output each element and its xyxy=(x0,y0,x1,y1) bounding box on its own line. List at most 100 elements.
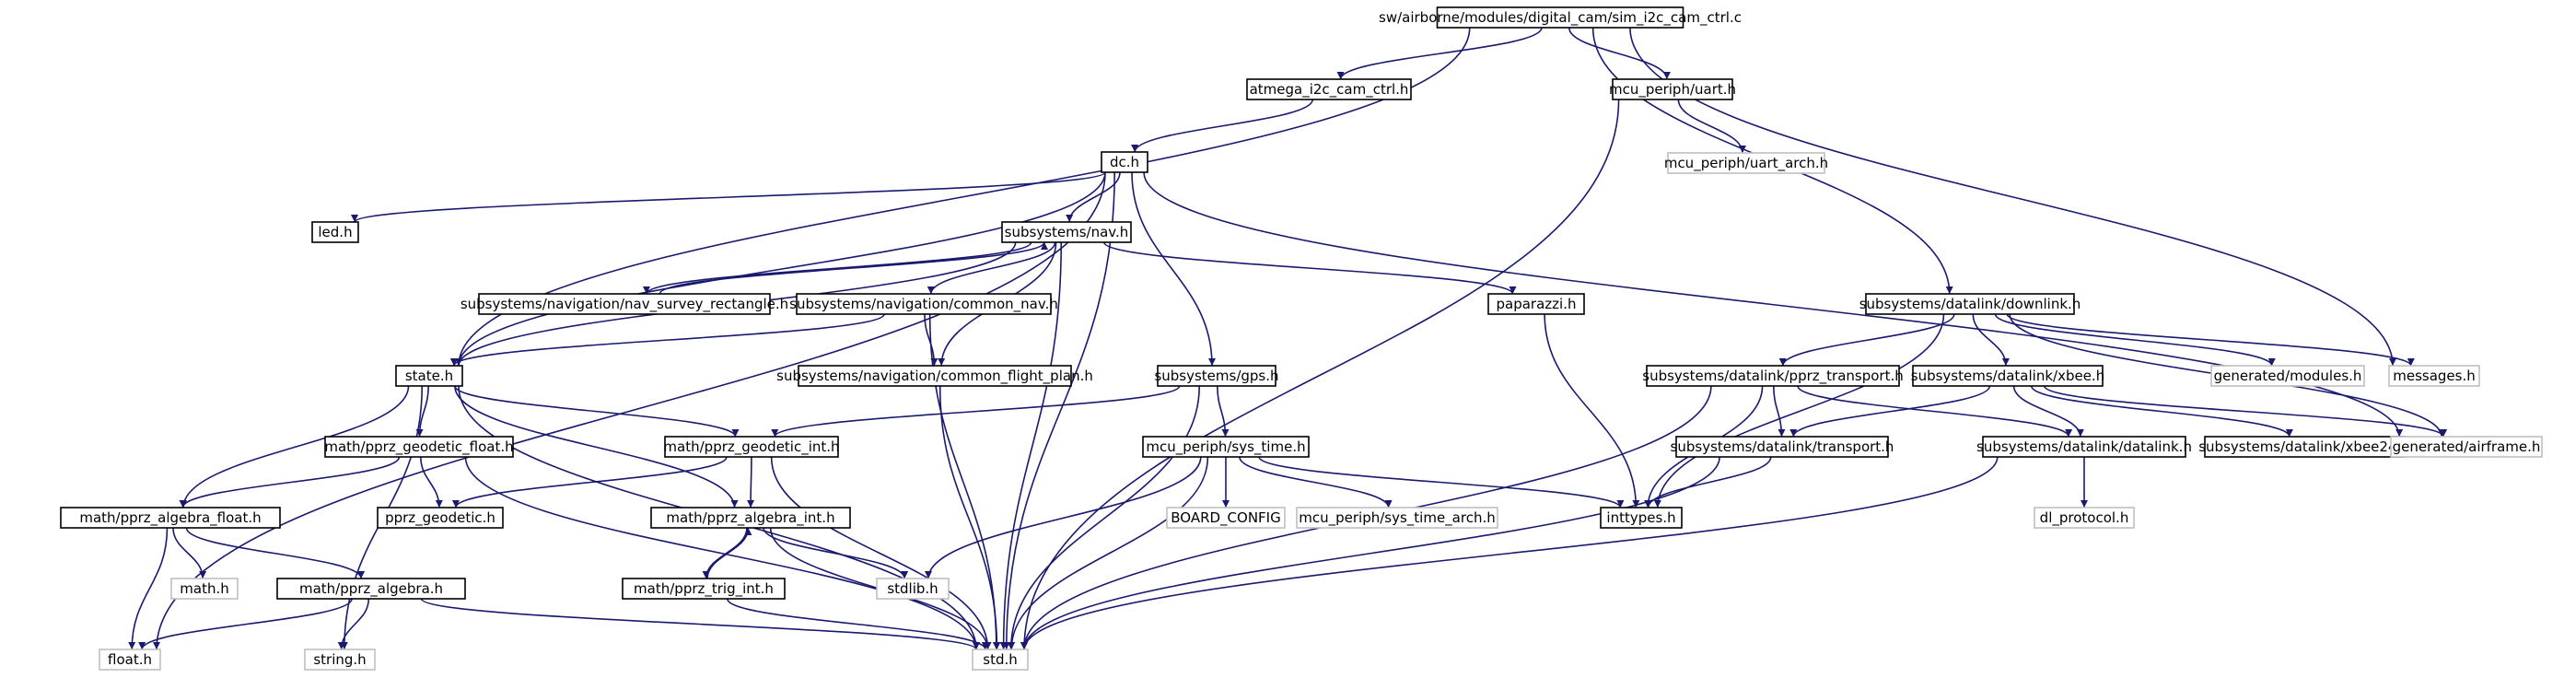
node-label-messages: messages.h xyxy=(2393,368,2476,384)
edge-dc-to-std xyxy=(1002,171,1115,650)
node-label-float: float.h xyxy=(108,651,152,668)
node-label-uart: mcu_periph/uart.h xyxy=(1609,81,1736,99)
node-downlink[interactable]: subsystems/datalink/downlink.h xyxy=(1859,293,2081,315)
node-box-messages xyxy=(2388,365,2480,387)
node-nsr[interactable]: subsystems/navigation/nav_survey_rectang… xyxy=(460,293,788,315)
edge-geo_int-to-geodetic xyxy=(451,456,728,508)
node-label-atmega: atmega_i2c_cam_ctrl.h xyxy=(1250,81,1409,99)
node-geodetic[interactable]: pprz_geodetic.h xyxy=(377,507,504,529)
edge-gps-to-sys_time xyxy=(1217,385,1230,438)
node-box-led xyxy=(311,221,359,243)
node-box-alg_float xyxy=(60,507,281,529)
node-label-datalink: subsystems/datalink/datalink.h xyxy=(1976,438,2192,455)
node-datalink[interactable]: subsystems/datalink/datalink.h xyxy=(1976,436,2192,458)
node-label-string: string.h xyxy=(313,651,366,668)
node-inttypes[interactable]: inttypes.h xyxy=(1600,507,1683,529)
node-label-nsr: subsystems/navigation/nav_survey_rectang… xyxy=(460,296,788,313)
node-paparazzi[interactable]: paparazzi.h xyxy=(1487,293,1585,315)
node-box-board xyxy=(1166,507,1286,529)
node-box-nav xyxy=(1001,221,1132,243)
node-label-xbee: subsystems/datalink/xbee.h xyxy=(1911,368,2104,384)
node-label-alg_int: math/pprz_algebra_int.h xyxy=(666,509,834,527)
node-label-xbee24: subsystems/datalink/xbee24.h xyxy=(2198,438,2410,455)
node-box-datalink xyxy=(1982,436,2186,458)
node-dc[interactable]: dc.h xyxy=(1101,151,1148,173)
edge-uart-to-std xyxy=(1020,99,1620,650)
node-led[interactable]: led.h xyxy=(311,221,359,243)
node-alg[interactable]: math/pprz_algebra.h xyxy=(276,578,466,600)
node-trig_int[interactable]: math/pprz_trig_int.h xyxy=(622,578,786,600)
edge-cnav-to-state xyxy=(449,313,885,367)
edge-xbee-to-datalink xyxy=(2012,385,2084,438)
node-label-alg: math/pprz_algebra.h xyxy=(299,580,443,598)
node-label-cnav: subsystems/navigation/common_nav.h xyxy=(789,296,1058,313)
edge-nav-to-std xyxy=(999,241,1063,650)
node-cnav[interactable]: subsystems/navigation/common_nav.h xyxy=(789,293,1058,315)
node-label-std: std.h xyxy=(983,651,1018,668)
node-box-inttypes xyxy=(1600,507,1683,529)
edge-alg-to-string xyxy=(337,598,370,650)
node-label-inttypes: inttypes.h xyxy=(1606,509,1675,526)
edge-dc-to-state xyxy=(455,171,1106,367)
node-geo_int[interactable]: math/pprz_geodetic_int.h xyxy=(663,436,840,458)
node-geo_float[interactable]: math/pprz_geodetic_float.h xyxy=(324,436,514,458)
edge-downlink-to-pprz_transport xyxy=(1778,313,1955,367)
node-box-pprz_transport xyxy=(1646,365,1900,387)
node-box-gps xyxy=(1157,365,1276,387)
node-box-alg_int xyxy=(650,507,851,529)
edge-trig_int-to-alg_int xyxy=(706,527,752,579)
edge-nav-to-cnav xyxy=(927,241,1056,295)
node-box-std xyxy=(972,649,1029,671)
node-board: BOARD_CONFIG xyxy=(1166,507,1286,529)
node-box-alg xyxy=(276,578,466,600)
node-box-state xyxy=(395,365,463,387)
edge-pprz_transport-to-transport xyxy=(1773,385,1786,438)
node-label-alg_float: math/pprz_algebra_float.h xyxy=(79,509,261,527)
node-nav[interactable]: subsystems/nav.h xyxy=(1001,221,1132,243)
edge-root-to-uart xyxy=(1568,27,1671,80)
node-state[interactable]: state.h xyxy=(395,365,463,387)
edge-root-to-atmega xyxy=(1336,27,1543,80)
node-uart_arch: mcu_periph/uart_arch.h xyxy=(1664,152,1828,174)
edge-dc-to-float xyxy=(153,171,1106,650)
node-box-paparazzi xyxy=(1487,293,1585,315)
node-xbee24[interactable]: subsystems/datalink/xbee24.h xyxy=(2198,436,2410,458)
node-xbee[interactable]: subsystems/datalink/xbee.h xyxy=(1911,365,2104,387)
node-cfp[interactable]: subsystems/navigation/common_flight_plan… xyxy=(776,365,1093,387)
node-box-string xyxy=(304,649,376,671)
edge-nav-to-nsr xyxy=(643,241,1032,295)
edge-alg-to-std xyxy=(420,598,980,650)
node-label-trig_int: math/pprz_trig_int.h xyxy=(634,580,774,598)
node-label-gps: subsystems/gps.h xyxy=(1154,368,1278,384)
edge-nav-to-paparazzi xyxy=(1103,241,1517,295)
node-float: float.h xyxy=(99,649,161,671)
node-math: math.h xyxy=(170,578,239,600)
edge-alg_int-to-trig_int xyxy=(702,527,748,579)
edge-transport-to-std xyxy=(1020,456,1720,650)
node-uart[interactable]: mcu_periph/uart.h xyxy=(1609,78,1736,100)
node-label-transport: subsystems/datalink/transport.h xyxy=(1671,438,1894,455)
node-box-sta xyxy=(1296,507,1498,529)
edge-nsr-to-nav xyxy=(659,241,1048,295)
node-root[interactable]: sw/airborne/modules/digital_cam/sim_i2c_… xyxy=(1379,6,1742,29)
node-pprz_transport[interactable]: subsystems/datalink/pprz_transport.h xyxy=(1642,365,1904,387)
node-label-sys_time: mcu_periph/sys_time.h xyxy=(1146,438,1305,456)
node-box-dl_protocol xyxy=(2034,507,2135,529)
node-box-cnav xyxy=(796,293,1052,315)
node-alg_int[interactable]: math/pprz_algebra_int.h xyxy=(650,507,851,529)
node-label-geo_int: math/pprz_geodetic_int.h xyxy=(663,438,839,456)
node-box-atmega xyxy=(1246,78,1412,100)
edge-dc-to-airframe xyxy=(1143,171,2404,438)
node-transport[interactable]: subsystems/datalink/transport.h xyxy=(1671,436,1894,458)
node-gps[interactable]: subsystems/gps.h xyxy=(1154,365,1279,387)
node-alg_float[interactable]: math/pprz_algebra_float.h xyxy=(60,507,281,529)
node-sys_time[interactable]: mcu_periph/sys_time.h xyxy=(1142,436,1310,458)
node-label-pprz_transport: subsystems/datalink/pprz_transport.h xyxy=(1642,368,1903,385)
edge-downlink-to-xbee xyxy=(1972,313,2010,367)
node-atmega[interactable]: atmega_i2c_cam_ctrl.h xyxy=(1246,78,1412,100)
node-box-float xyxy=(99,649,161,671)
edge-sys_time-to-std xyxy=(1008,456,1209,650)
node-label-nav: subsystems/nav.h xyxy=(1005,224,1129,240)
edge-gps-to-geo_int xyxy=(771,385,1181,438)
